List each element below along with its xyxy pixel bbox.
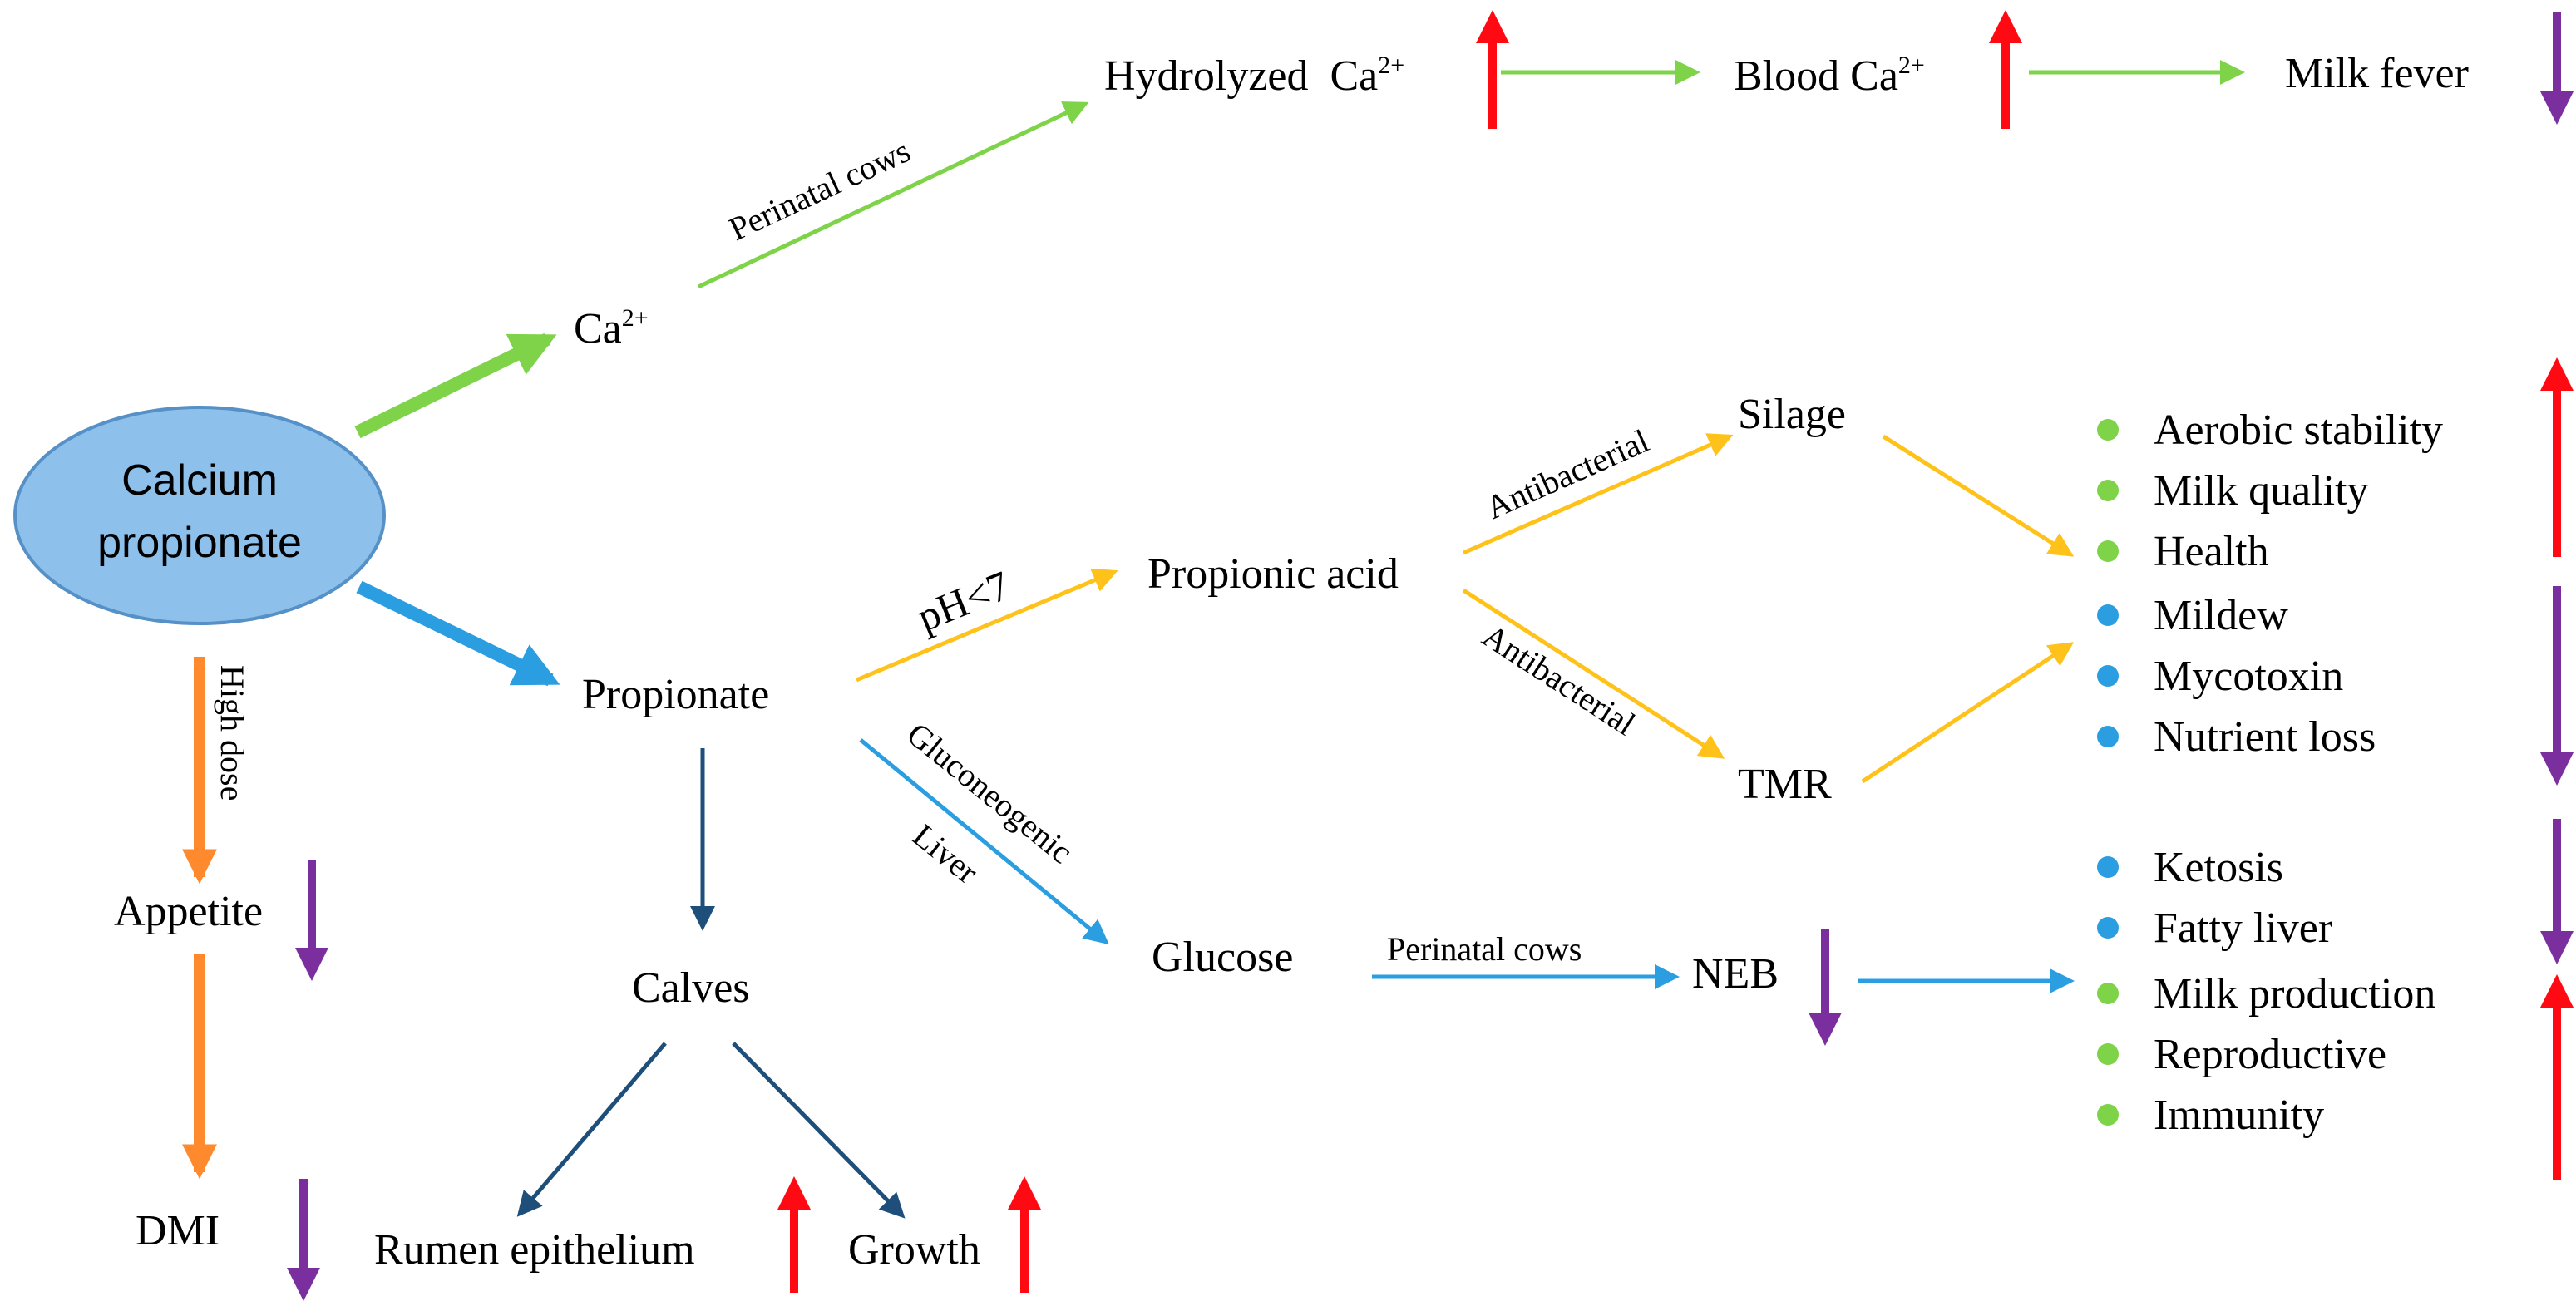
outcome-item: Health	[2154, 528, 2269, 575]
outcome-item: Milk production	[2154, 970, 2435, 1018]
outcome-item: Aerobic stability	[2154, 407, 2443, 454]
edge-propionic-to-tmr	[1462, 588, 1725, 759]
outcome-dot-blue	[2097, 726, 2119, 747]
node-tmr: TMR	[1738, 761, 1832, 808]
node-glucose: Glucose	[1152, 934, 1293, 981]
outcome-dot-blue	[2097, 856, 2119, 878]
node-dmi: DMI	[136, 1207, 220, 1254]
label-ph: pH<7	[910, 561, 1016, 640]
outcome-dot-blue	[2097, 604, 2119, 626]
outcome-item: Immunity	[2154, 1092, 2324, 1139]
outcome-dot-green	[2097, 983, 2119, 1004]
edge-ca-to-hydrolyzed	[697, 101, 1089, 289]
outcome-item: Mildew	[2154, 592, 2288, 639]
edge-propionic-to-silage	[1462, 433, 1734, 555]
edge-center-to-propionate	[356, 580, 560, 687]
label-perinatal-cows-bottom: Perinatal cows	[1387, 930, 1582, 968]
node-propionate: Propionate	[582, 671, 769, 718]
edge-center-to-ca	[354, 333, 557, 439]
node-hydrolyzed-ca-superscript: 2+	[1378, 52, 1404, 79]
node-hydrolyzed-ca-text: Hydrolyzed Ca	[1104, 52, 1378, 100]
label-antibacterial-up: Antibacterial	[1480, 421, 1654, 526]
center-label-line1: Calcium	[121, 456, 278, 505]
edge-propionate-to-propionic	[856, 568, 1118, 683]
label-liver: Liver	[906, 816, 985, 890]
node-blood-ca-superscript: 2+	[1898, 52, 1925, 79]
outcome-item: Nutrient loss	[2154, 713, 2376, 761]
calcium-propionate-ellipse	[13, 406, 386, 625]
node-milk-fever: Milk fever	[2285, 50, 2469, 97]
outcome-item: Reproductive	[2154, 1031, 2386, 1078]
node-appetite: Appetite	[114, 888, 263, 935]
label-antibacterial-down: Antibacterial	[1476, 617, 1642, 742]
node-blood-ca: Blood Ca2+	[1734, 52, 1925, 100]
edge-calves-to-growth	[732, 1042, 906, 1219]
outcome-dot-green	[2097, 1043, 2119, 1065]
center-label-line2: propionate	[97, 519, 302, 567]
edge-propionate-to-glucose	[859, 738, 1109, 945]
node-growth: Growth	[848, 1226, 980, 1274]
edge-tmr-to-outcomes	[1861, 642, 2075, 784]
outcome-dot-green	[2097, 419, 2119, 441]
outcome-item: Ketosis	[2154, 844, 2283, 891]
node-ca-superscript: 2+	[622, 304, 649, 332]
outcome-item: Fatty liver	[2154, 904, 2332, 952]
node-blood-ca-text: Blood Ca	[1734, 52, 1898, 100]
outcome-dot-green	[2097, 480, 2119, 501]
node-neb: NEB	[1692, 950, 1779, 998]
outcome-dot-green	[2097, 540, 2119, 562]
node-silage: Silage	[1738, 391, 1846, 438]
edge-silage-to-outcomes	[1882, 434, 2075, 557]
label-high-dose: High dose	[214, 665, 251, 801]
node-ca-base: Ca	[574, 305, 622, 352]
outcome-dot-blue	[2097, 917, 2119, 939]
node-propionic-acid: Propionic acid	[1147, 550, 1399, 598]
node-calves: Calves	[632, 964, 750, 1012]
node-rumen-epithelium: Rumen epithelium	[374, 1226, 695, 1274]
outcome-item: Milk quality	[2154, 467, 2369, 515]
outcome-dot-blue	[2097, 665, 2119, 687]
edge-calves-to-rumen	[516, 1042, 667, 1217]
outcome-dot-green	[2097, 1104, 2119, 1126]
outcome-item: Mycotoxin	[2154, 653, 2343, 700]
node-ca: Ca2+	[574, 304, 649, 352]
node-hydrolyzed-ca: Hydrolyzed Ca2+	[1104, 52, 1404, 100]
